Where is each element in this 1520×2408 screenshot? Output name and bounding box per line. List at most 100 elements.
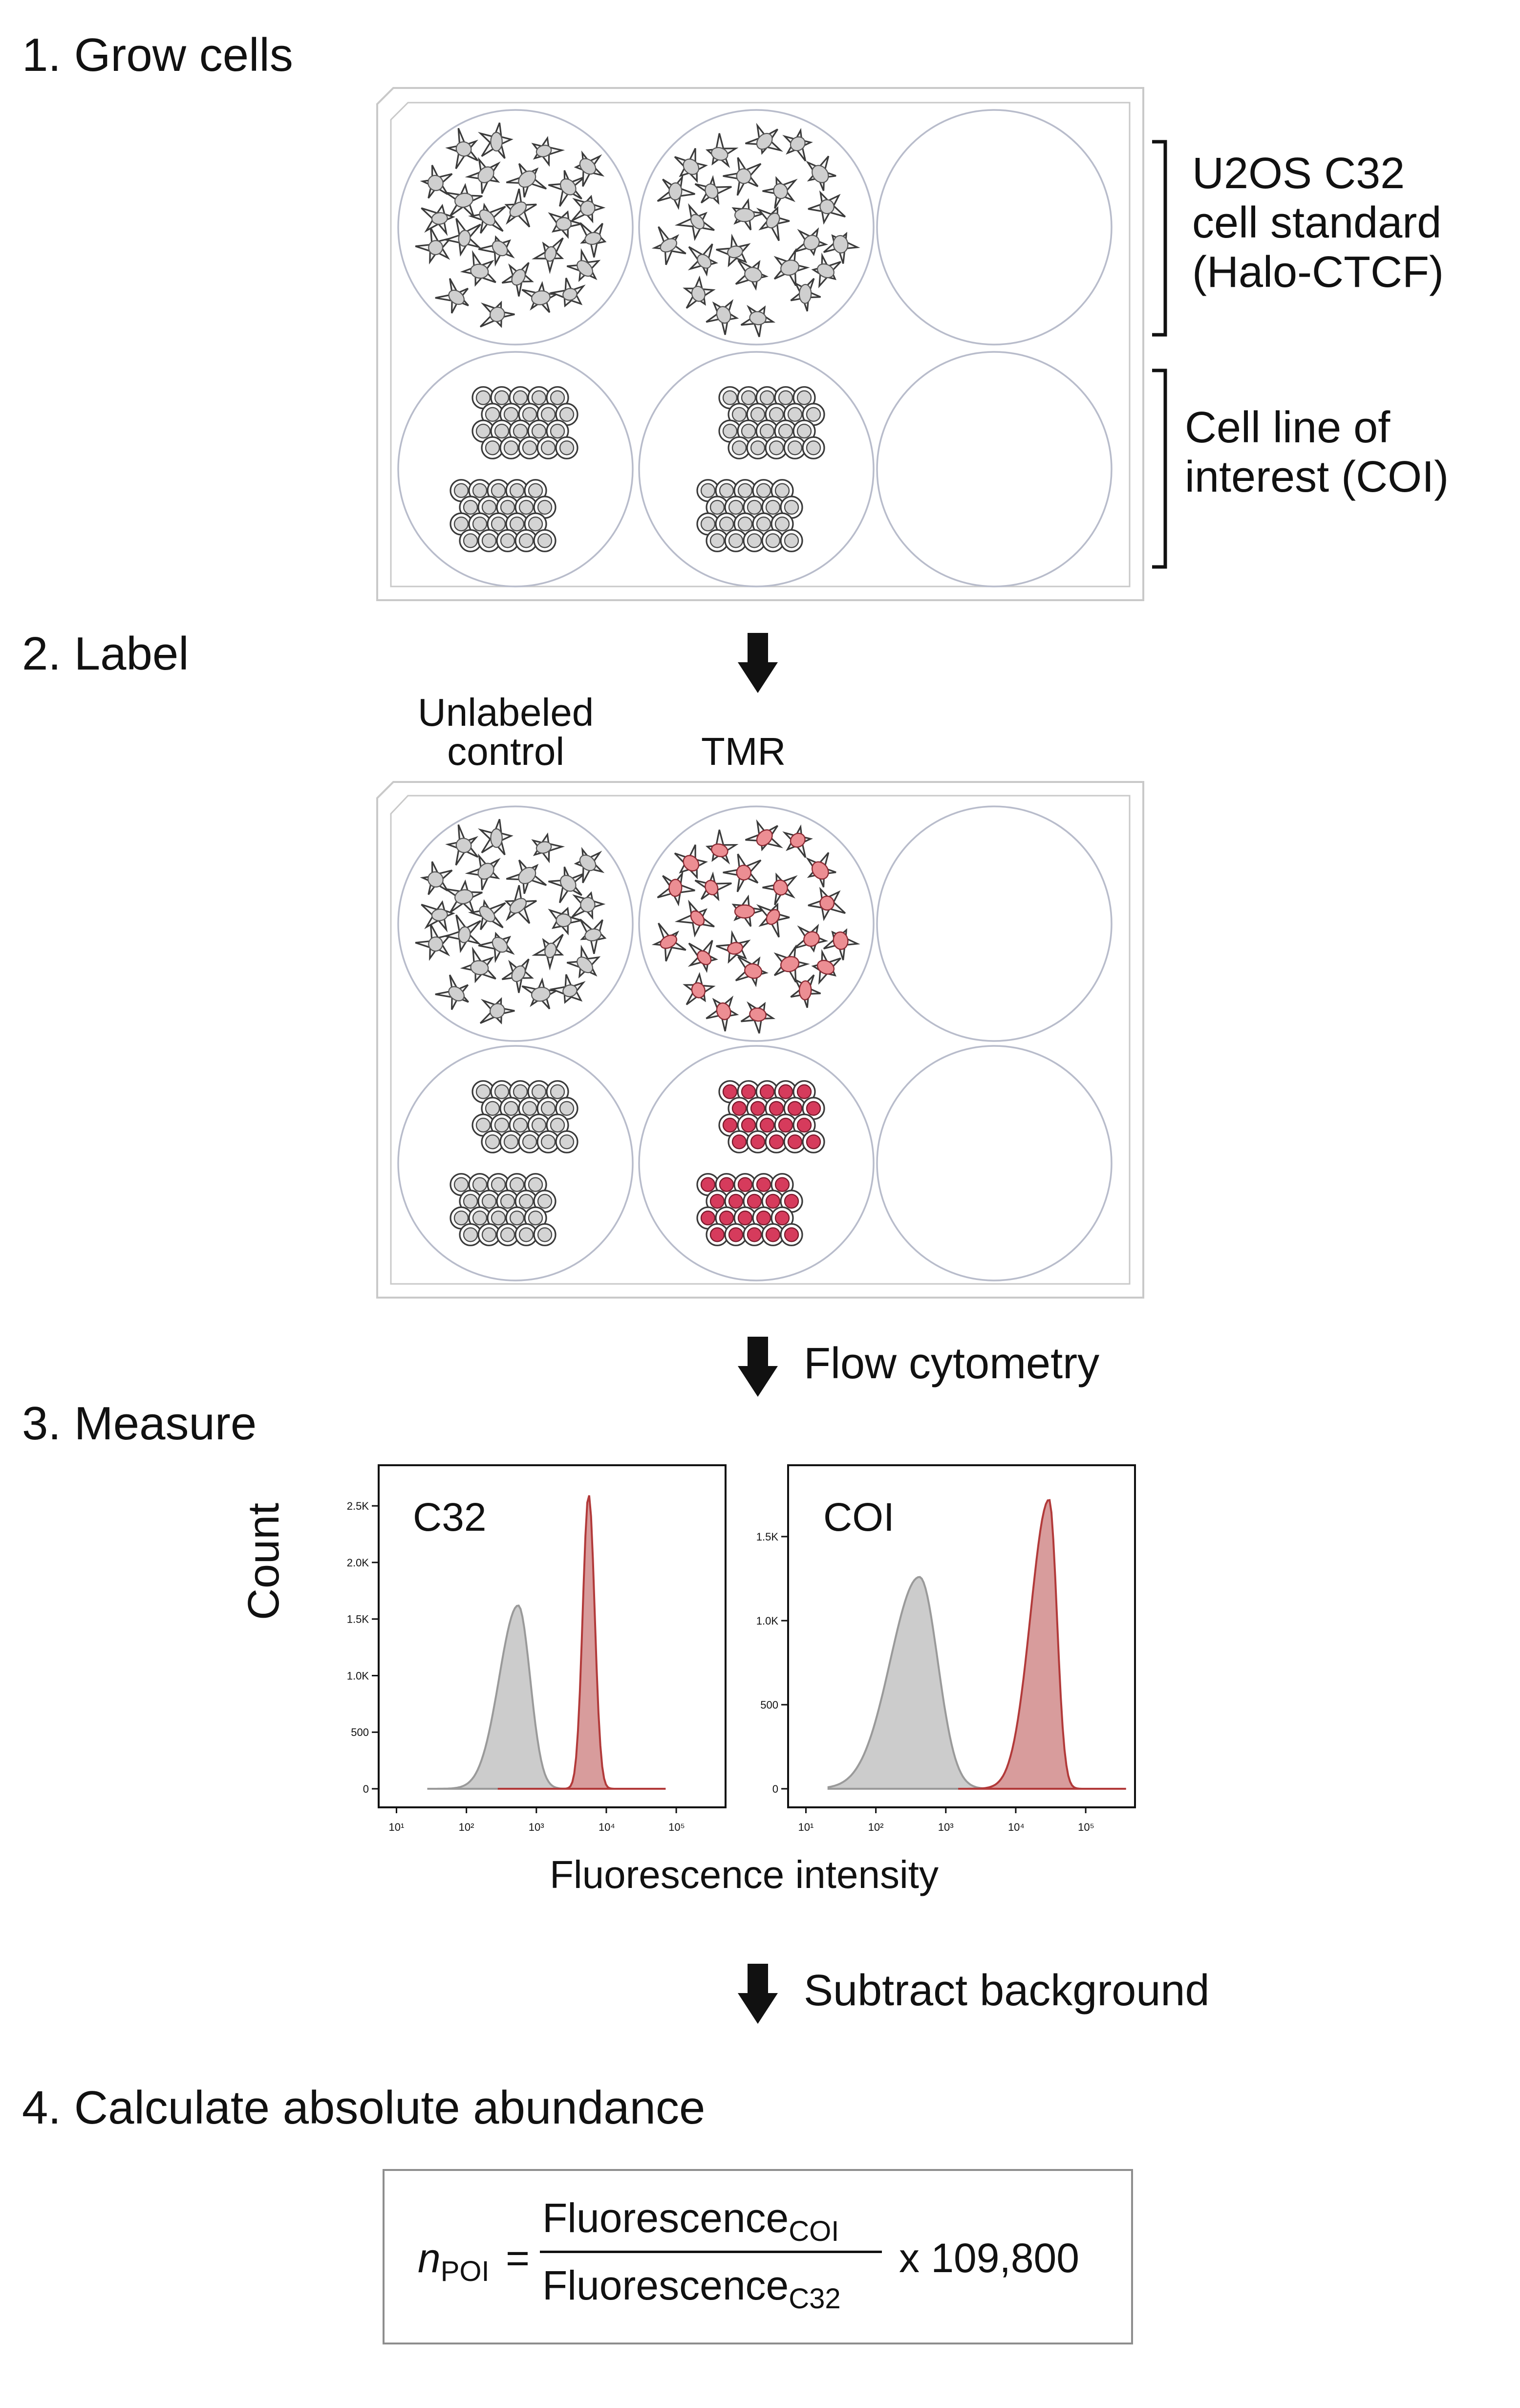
cell xyxy=(420,165,453,199)
cell xyxy=(765,436,788,459)
cell xyxy=(745,123,783,155)
cell xyxy=(716,930,751,964)
cell xyxy=(566,248,601,282)
cell xyxy=(780,1190,803,1213)
cell xyxy=(780,529,803,552)
x-tick-label: 10² xyxy=(868,1821,884,1833)
cell xyxy=(811,949,841,985)
cell xyxy=(774,386,797,410)
cell xyxy=(823,928,860,960)
cell xyxy=(505,479,529,502)
x-tick-label: 10⁵ xyxy=(1078,1821,1094,1833)
cell xyxy=(546,419,569,443)
cell xyxy=(481,1130,504,1153)
cell xyxy=(536,436,560,459)
cell xyxy=(674,844,708,880)
y-tick-label: 1.5K xyxy=(756,1531,779,1543)
cell xyxy=(706,529,729,552)
formula-var: n xyxy=(418,2235,441,2281)
formula-equals: = xyxy=(505,2235,530,2281)
y-tick-label: 1.0K xyxy=(347,1670,369,1682)
cell xyxy=(496,1190,519,1213)
well-a3 xyxy=(876,805,1113,1042)
cell xyxy=(450,512,473,536)
cell xyxy=(527,1080,551,1104)
series-unlabeled-area xyxy=(827,1576,998,1790)
row-label-coi-line2: interest (COI) xyxy=(1185,452,1449,501)
cell xyxy=(674,148,708,183)
cell xyxy=(761,529,785,552)
cell xyxy=(728,436,751,459)
cell xyxy=(468,202,506,234)
cell xyxy=(716,234,751,267)
cell xyxy=(657,174,695,210)
cell xyxy=(771,479,794,502)
cell xyxy=(459,1223,482,1246)
cell xyxy=(501,262,534,297)
formula-factor: x 109,800 xyxy=(899,2235,1079,2281)
cell xyxy=(735,956,769,987)
cell xyxy=(481,403,504,426)
cell xyxy=(536,1130,560,1153)
cell xyxy=(761,1190,785,1213)
well-b3 xyxy=(876,1045,1113,1281)
panel-label-c32: C32 xyxy=(413,1495,487,1540)
cell xyxy=(806,852,836,888)
cell xyxy=(533,529,557,552)
cell xyxy=(521,281,559,313)
cell xyxy=(478,932,515,963)
cell xyxy=(420,861,453,895)
cell xyxy=(548,907,582,935)
cell xyxy=(571,891,606,920)
cell xyxy=(465,853,501,890)
y-tick-label: 1.5K xyxy=(347,1613,369,1626)
cell xyxy=(731,894,764,927)
cell xyxy=(487,479,510,502)
cell xyxy=(705,829,739,865)
cells-standard-unlabeled xyxy=(651,123,860,337)
series-tmr-area xyxy=(497,1495,666,1790)
row-label-coi: Cell line of interest (COI) xyxy=(1185,403,1449,502)
cell xyxy=(773,944,810,983)
cell xyxy=(755,419,779,443)
formula-denominator: FluorescenceC32 xyxy=(542,2262,841,2315)
cell xyxy=(460,250,496,287)
x-tick-label: 10⁴ xyxy=(1008,1821,1025,1833)
cell xyxy=(445,879,483,914)
cell xyxy=(687,940,718,973)
column-label-tmr: TMR xyxy=(701,730,786,773)
cell xyxy=(524,1206,547,1230)
cells-coi-unlabeled xyxy=(696,386,825,552)
cell xyxy=(496,529,519,552)
column-label-unlabeled-line1: Unlabeled xyxy=(418,691,594,734)
cell xyxy=(802,1097,825,1120)
cell xyxy=(548,170,586,207)
x-tick-label: 10¹ xyxy=(388,1821,404,1833)
series-tmr-area xyxy=(958,1499,1126,1790)
well-a2 xyxy=(638,805,875,1042)
cell xyxy=(415,227,453,265)
cell xyxy=(471,419,495,443)
cell xyxy=(531,832,565,864)
cell xyxy=(765,1097,788,1120)
cell xyxy=(771,1206,794,1230)
cell xyxy=(735,260,769,291)
cell xyxy=(802,436,825,459)
down-arrow-1 xyxy=(738,633,778,693)
formula-box xyxy=(383,2169,1133,2344)
cell xyxy=(783,1097,807,1120)
cell xyxy=(780,1223,803,1246)
x-axis-label: Fluorescence intensity xyxy=(550,1853,939,1896)
cell xyxy=(468,1206,492,1230)
cell xyxy=(773,248,810,286)
cell xyxy=(477,819,514,856)
down-arrow-3 xyxy=(738,1964,778,2024)
y-tick-label: 2.5K xyxy=(347,1500,369,1512)
cell xyxy=(532,933,564,971)
plate-2 xyxy=(376,781,1144,1299)
cell xyxy=(477,529,501,552)
cell xyxy=(731,198,764,231)
cell xyxy=(435,278,469,314)
